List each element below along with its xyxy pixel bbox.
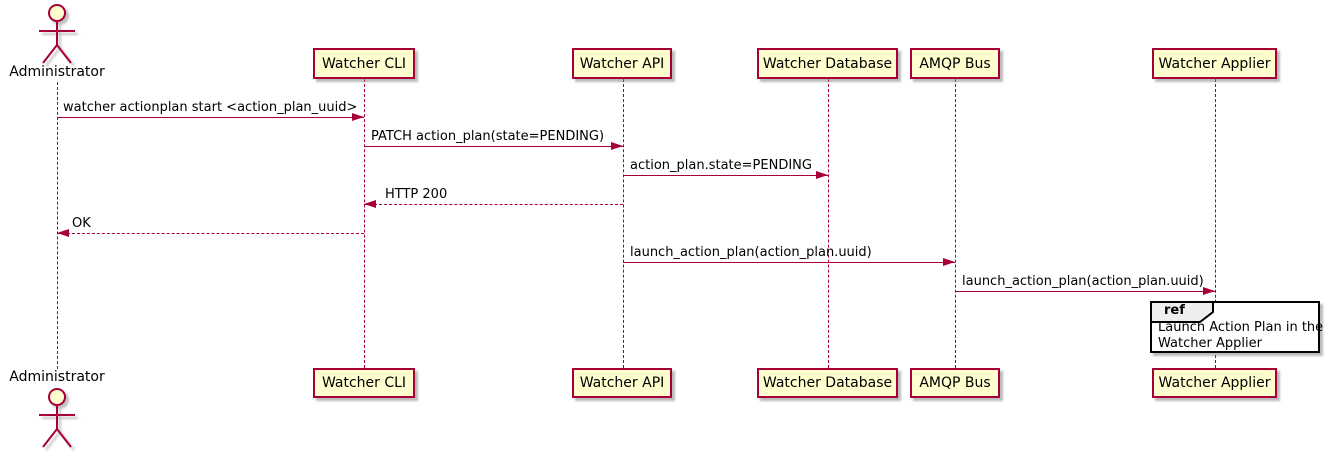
lifeline-watcher-cli xyxy=(364,79,365,368)
participant-label: AMQP Bus xyxy=(919,375,991,391)
arrowhead-icon xyxy=(364,200,376,208)
message-label: OK xyxy=(72,216,91,231)
message-line xyxy=(57,233,364,234)
lifeline-watcher-database xyxy=(828,79,829,368)
participant-watcher-api-bottom: Watcher API xyxy=(572,368,672,398)
message-label: action_plan.state=PENDING xyxy=(630,158,812,173)
message-line xyxy=(955,291,1215,292)
participant-label: Watcher CLI xyxy=(321,375,407,391)
participant-label: Watcher Database xyxy=(762,375,893,391)
actor-administrator-icon xyxy=(39,388,75,448)
arrowhead-icon xyxy=(1203,287,1215,295)
ref-keyword: ref xyxy=(1164,303,1185,318)
message-line xyxy=(57,117,364,118)
message-line xyxy=(623,262,955,263)
participant-label: Watcher Applier xyxy=(1158,375,1271,391)
lifeline-administrator xyxy=(57,82,58,369)
message-label: watcher actionplan start <action_plan_uu… xyxy=(63,100,358,115)
message-line xyxy=(623,175,828,176)
message-label: launch_action_plan(action_plan.uuid) xyxy=(962,274,1204,289)
participant-amqp-bus-top: AMQP Bus xyxy=(910,48,1000,79)
participant-watcher-applier-bottom: Watcher Applier xyxy=(1152,368,1277,398)
lifeline-watcher-applier xyxy=(1215,79,1216,368)
actor-administrator-label-top: Administrator xyxy=(9,64,105,80)
lifeline-amqp-bus xyxy=(955,79,956,368)
participant-watcher-database-bottom: Watcher Database xyxy=(757,368,898,398)
participant-label: Watcher Applier xyxy=(1158,55,1271,72)
participant-label: AMQP Bus xyxy=(919,55,991,72)
arrowhead-icon xyxy=(57,229,69,237)
participant-label: Watcher API xyxy=(579,375,665,391)
participant-label: Watcher CLI xyxy=(321,55,407,72)
participant-watcher-cli-top: Watcher CLI xyxy=(313,48,415,79)
message-label: launch_action_plan(action_plan.uuid) xyxy=(630,245,872,260)
ref-body: Launch Action Plan in the Watcher Applie… xyxy=(1158,320,1323,352)
ref-tab-icon xyxy=(1150,301,1214,323)
ref-line-1: Launch Action Plan in the xyxy=(1158,320,1324,335)
participant-amqp-bus-bottom: AMQP Bus xyxy=(910,368,1000,398)
message-line xyxy=(364,204,623,205)
participant-label: Watcher Database xyxy=(762,55,893,72)
arrowhead-icon xyxy=(611,142,623,150)
lifeline-watcher-api xyxy=(623,79,624,368)
participant-label: Watcher API xyxy=(579,55,665,72)
arrowhead-icon xyxy=(352,113,364,121)
participant-watcher-api-top: Watcher API xyxy=(572,48,672,79)
actor-administrator-icon xyxy=(39,4,75,64)
arrowhead-icon xyxy=(816,171,828,179)
arrowhead-icon xyxy=(943,258,955,266)
actor-administrator-label-bottom: Administrator xyxy=(9,369,105,385)
participant-watcher-applier-top: Watcher Applier xyxy=(1152,48,1277,79)
message-label: PATCH action_plan(state=PENDING) xyxy=(371,129,605,144)
message-line xyxy=(364,146,623,147)
ref-fragment: ref Launch Action Plan in the Watcher Ap… xyxy=(1150,301,1323,353)
message-label: HTTP 200 xyxy=(385,187,448,202)
ref-line-2: Watcher Applier xyxy=(1158,336,1262,351)
participant-watcher-cli-bottom: Watcher CLI xyxy=(313,368,415,398)
participant-watcher-database-top: Watcher Database xyxy=(757,48,898,79)
